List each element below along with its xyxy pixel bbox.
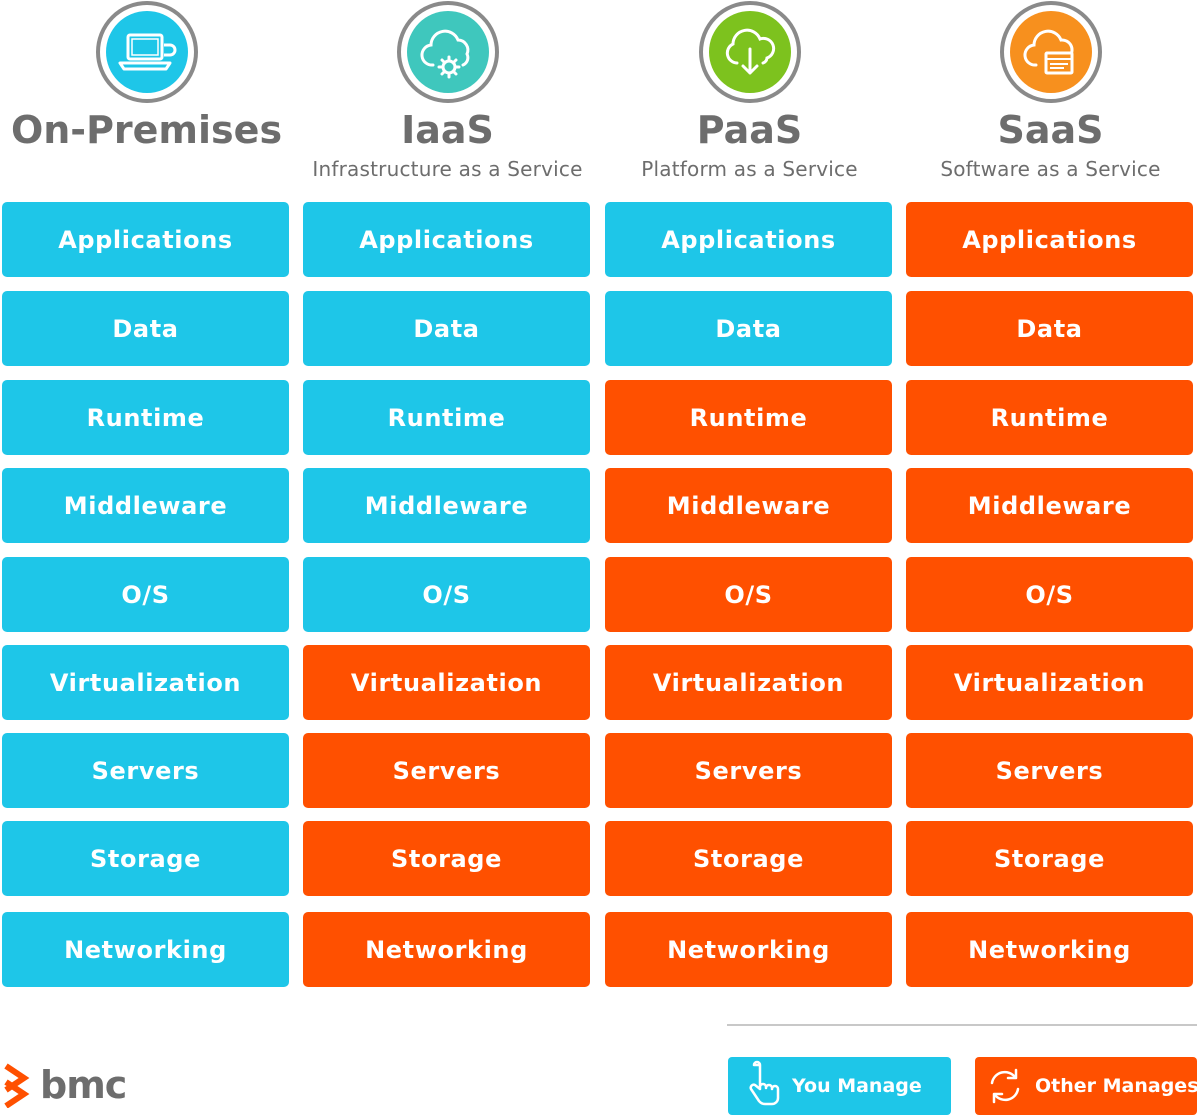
refresh-cycle-icon xyxy=(990,1068,1020,1104)
column-subtitle: Platform as a Service xyxy=(641,157,858,181)
column-title: On-Premises xyxy=(10,108,283,152)
layer-o-s: O/S xyxy=(2,557,289,632)
column-subtitle: Software as a Service xyxy=(940,157,1161,181)
pointing-hand-icon xyxy=(749,1060,780,1106)
column-icon-ring xyxy=(698,1,801,103)
column-header: SaaS Software as a Service xyxy=(906,0,1195,200)
layer-data: Data xyxy=(906,291,1193,366)
cloud-gear-icon xyxy=(406,11,489,93)
layer-applications: Applications xyxy=(605,202,892,277)
column-iaas: IaaS Infrastructure as a Service Applica… xyxy=(303,0,592,995)
layer-servers: Servers xyxy=(303,733,590,808)
layer-servers: Servers xyxy=(605,733,892,808)
layer-applications: Applications xyxy=(303,202,590,277)
layer-servers: Servers xyxy=(906,733,1193,808)
layer-servers: Servers xyxy=(2,733,289,808)
layer-runtime: Runtime xyxy=(303,380,590,455)
layer-virtualization: Virtualization xyxy=(2,645,289,720)
layer-storage: Storage xyxy=(303,821,590,896)
logo-text: bmc xyxy=(40,1063,127,1107)
layer-storage: Storage xyxy=(2,821,289,896)
layer-data: Data xyxy=(2,291,289,366)
column-icon-ring xyxy=(999,1,1102,103)
layer-networking: Networking xyxy=(2,912,289,987)
column-header: IaaS Infrastructure as a Service xyxy=(303,0,592,200)
layer-applications: Applications xyxy=(906,202,1193,277)
bmc-logo: bmc xyxy=(2,1062,132,1108)
layer-storage: Storage xyxy=(605,821,892,896)
column-icon-ring xyxy=(95,1,198,103)
legend-divider xyxy=(727,1024,1197,1026)
layer-middleware: Middleware xyxy=(906,468,1193,543)
layer-networking: Networking xyxy=(605,912,892,987)
column-title: PaaS xyxy=(696,108,803,152)
legend-other-manages-label: Other Manages xyxy=(1035,1075,1199,1097)
layer-applications: Applications xyxy=(2,202,289,277)
layer-middleware: Middleware xyxy=(303,468,590,543)
layer-networking: Networking xyxy=(906,912,1193,987)
legend-other-manages: Other Manages xyxy=(975,1057,1199,1115)
legend-you-manage: You Manage xyxy=(728,1057,951,1115)
layer-o-s: O/S xyxy=(906,557,1193,632)
layer-storage: Storage xyxy=(906,821,1193,896)
bmc-chevron-logo-icon xyxy=(4,1063,30,1108)
layer-o-s: O/S xyxy=(303,557,590,632)
column-icon-ring xyxy=(396,1,499,103)
layer-o-s: O/S xyxy=(605,557,892,632)
column-title: SaaS xyxy=(997,108,1104,152)
cloud-window-icon xyxy=(1009,11,1092,93)
layer-virtualization: Virtualization xyxy=(303,645,590,720)
layer-middleware: Middleware xyxy=(605,468,892,543)
layer-data: Data xyxy=(303,291,590,366)
layer-runtime: Runtime xyxy=(605,380,892,455)
layer-runtime: Runtime xyxy=(2,380,289,455)
column-title: IaaS xyxy=(401,108,494,152)
laptop-icon xyxy=(105,11,188,93)
layer-data: Data xyxy=(605,291,892,366)
column-header: PaaS Platform as a Service xyxy=(605,0,894,200)
column-header: On-Premises xyxy=(2,0,291,200)
cloud-download-icon xyxy=(708,11,791,93)
layer-virtualization: Virtualization xyxy=(605,645,892,720)
layer-virtualization: Virtualization xyxy=(906,645,1193,720)
layer-runtime: Runtime xyxy=(906,380,1193,455)
layer-networking: Networking xyxy=(303,912,590,987)
column-subtitle: Infrastructure as a Service xyxy=(312,157,583,181)
layer-middleware: Middleware xyxy=(2,468,289,543)
legend-you-manage-label: You Manage xyxy=(792,1075,922,1097)
